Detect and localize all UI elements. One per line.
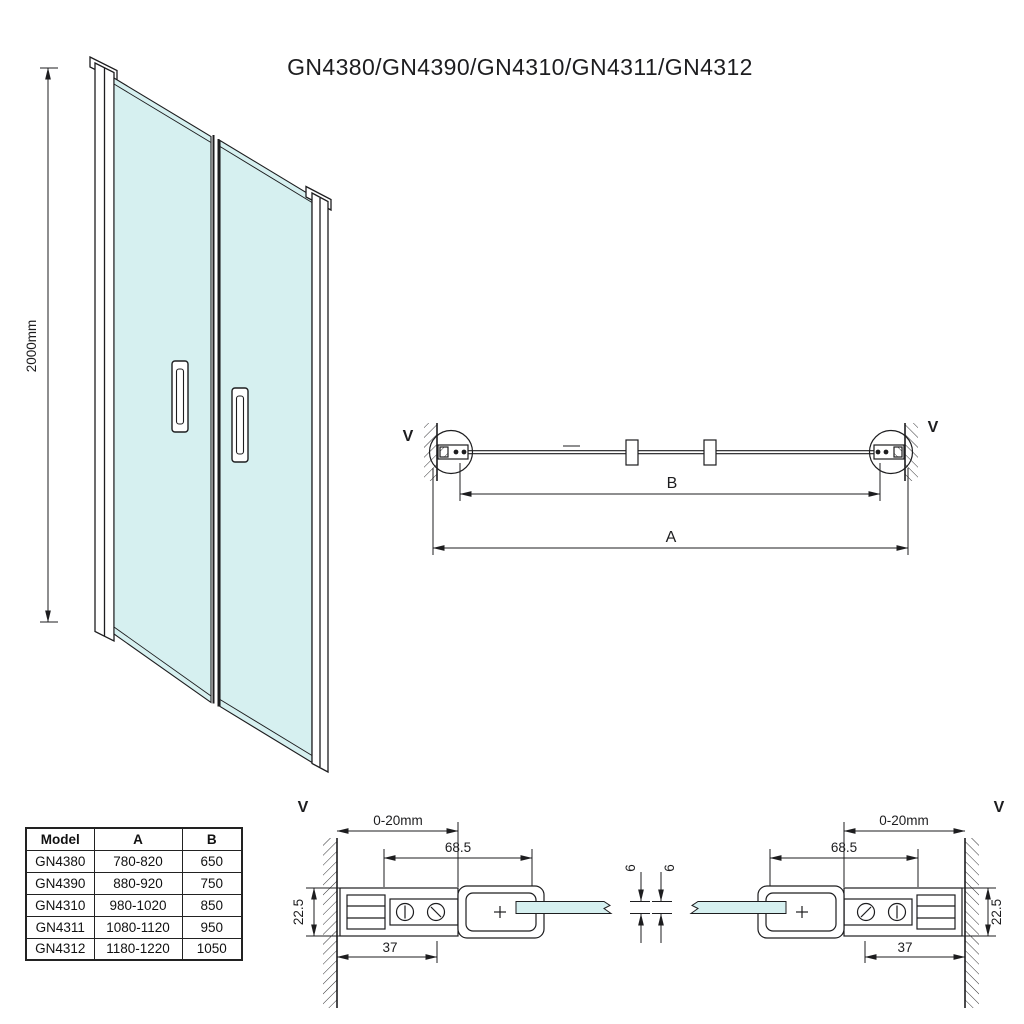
wall-hatch	[323, 838, 337, 1008]
wall-hatch	[424, 423, 437, 481]
left-door-bottom-rail	[113, 626, 212, 697]
cell-b: 950	[181, 915, 243, 939]
plan-view: V V B A	[403, 419, 939, 555]
header-a: A	[93, 827, 183, 851]
left-glass-panel	[113, 77, 212, 704]
plan-center-stile	[703, 439, 717, 466]
cell-model: GN4310	[25, 893, 95, 917]
front-height-label: 2000mm	[24, 320, 39, 373]
cell-a: 1080-1120	[93, 915, 183, 939]
header-b: B	[181, 827, 243, 851]
right-detail-adjust-label: 0-20mm	[879, 813, 929, 828]
table-row: GN4380 780-820 650	[25, 849, 243, 873]
cell-a: 980-1020	[93, 893, 183, 917]
right-door-top-rail	[219, 146, 313, 203]
hinge-detail-circle	[428, 429, 474, 475]
table-row: GN4390 880-920 750	[25, 871, 243, 895]
cell-b: 1050	[181, 937, 243, 961]
table-header-row: Model A B	[25, 827, 243, 851]
plan-wall-hinge-right	[868, 422, 919, 482]
cell-model: GN4311	[25, 915, 95, 939]
plan-left-wall-label: V	[403, 428, 414, 445]
glass-section	[515, 901, 613, 914]
cell-b: 650	[181, 849, 243, 873]
cell-model: GN4390	[25, 871, 95, 895]
cell-a: 780-820	[93, 849, 183, 873]
cell-model: GN4380	[25, 849, 95, 873]
plan-center-stile	[625, 439, 639, 466]
plan-dimension-b	[459, 463, 881, 501]
left-door-handle	[171, 360, 189, 433]
plan-wall-hinge-left	[424, 423, 474, 481]
left-detail-inner-width-label: 37	[382, 940, 397, 955]
page-title: GN4380/GN4390/GN4310/GN4311/GN4312	[287, 54, 753, 80]
detail-labels: V 0-20mm 68.5 6 22.5 37 V 0-20mm 68.5 6 …	[291, 799, 1005, 955]
header-model: Model	[25, 827, 95, 851]
right-detail-wall-label: V	[994, 799, 1005, 816]
right-detail-inner-width-label: 37	[897, 940, 912, 955]
cell-a: 1180-1220	[93, 937, 183, 961]
front-view: 2000mm	[24, 55, 332, 774]
left-detail-depth-label: 22.5	[291, 899, 306, 925]
cell-model: GN4312	[25, 937, 95, 961]
cell-b: 850	[181, 893, 243, 917]
plan-right-wall-label: V	[928, 419, 939, 436]
table-row: GN4312 1180-1220 1050	[25, 937, 243, 961]
plan-dim-a-label: A	[666, 529, 677, 546]
cell-a: 880-920	[93, 871, 183, 895]
plan-dimension-a	[432, 468, 909, 555]
plan-dim-b-label: B	[667, 475, 678, 492]
left-wall-profile	[89, 55, 118, 643]
right-detail-glass-thickness-label: 6	[662, 864, 677, 872]
left-detail-wall-label: V	[298, 799, 309, 816]
left-detail-width-label: 68.5	[445, 840, 471, 855]
right-detail-width-label: 68.5	[831, 840, 857, 855]
left-door-top-rail	[113, 83, 212, 143]
wall-profile-section-right	[652, 822, 996, 1008]
left-detail-glass-thickness-label: 6	[623, 864, 638, 872]
wall-profile-section-left	[306, 822, 650, 1008]
cell-b: 750	[181, 871, 243, 895]
left-detail-adjust-label: 0-20mm	[373, 813, 423, 828]
right-wall-profile	[305, 185, 332, 774]
right-door-bottom-rail	[219, 699, 313, 756]
front-height-dimension	[40, 67, 58, 623]
right-detail-depth-label: 22.5	[989, 899, 1004, 925]
table-row: GN4311 1080-1120 950	[25, 915, 243, 939]
spec-table: Model A B GN4380 780-820 650 GN4390 880-…	[25, 827, 243, 961]
table-row: GN4310 980-1020 850	[25, 893, 243, 917]
right-door-handle	[231, 387, 249, 463]
